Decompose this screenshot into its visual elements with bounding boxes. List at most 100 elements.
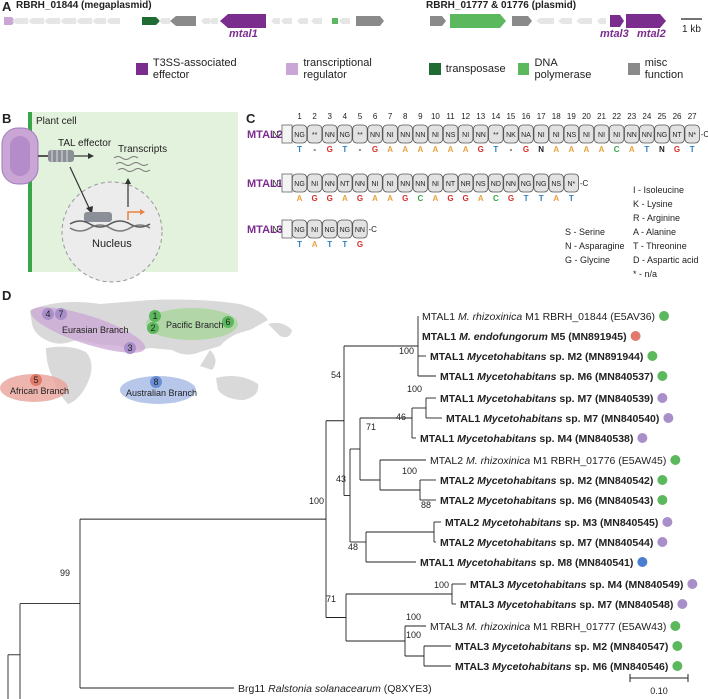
taxon-species: M. rhizoxinica [458, 311, 522, 323]
repeat-number: 15 [506, 112, 515, 121]
target-base: T [297, 145, 302, 154]
strain-origin-dot [662, 517, 673, 527]
repeat-box [367, 173, 383, 193]
repeat-number: 6 [373, 112, 378, 121]
taxon-accession: sp. M8 (MN840541) [537, 557, 634, 569]
rvd-key-right: I - Isoleucine K - Lysine R - Arginine A… [633, 183, 699, 281]
rvd-label: NG [294, 227, 305, 234]
repeat-box [412, 173, 429, 193]
target-base: G [312, 194, 318, 203]
map-location-number: 8 [153, 377, 158, 387]
bootstrap-value: 48 [348, 542, 358, 552]
n-terminus-label: N- [273, 179, 282, 188]
repeat-box [563, 124, 579, 144]
panel-c-label: C [246, 111, 256, 126]
rvd-label: NI [538, 132, 545, 139]
map-location-number: 1 [152, 311, 157, 321]
repeat-number: 20 [582, 112, 591, 121]
taxon-prefix: MTAL1 [440, 393, 477, 405]
target-base: T [342, 240, 347, 249]
taxon-accession: sp. M7 (MN840544) [557, 537, 654, 549]
rvd-label: NN [506, 181, 516, 188]
legend-item: transposase [428, 63, 506, 75]
target-base: G [508, 194, 514, 203]
panel-a-right-title: RBRH_01777 & 01776 (plasmid) [426, 0, 577, 11]
taxon-species: Mycetohabitans [492, 641, 572, 653]
strain-origin-dot [637, 557, 648, 567]
strain-origin-dot [677, 599, 688, 609]
c-terminus-label: -C [701, 130, 708, 139]
strain-origin-dot [663, 413, 674, 423]
strain-origin-dot [647, 351, 658, 361]
repeat-box [548, 124, 564, 144]
gene-label-mtal1: mtal1 [229, 28, 258, 40]
target-base: A [553, 194, 559, 203]
taxon-label: MTAL1 M. endofungorum M5 (MN891945) [422, 331, 627, 343]
target-base: G [523, 145, 529, 154]
legend-swatch [517, 63, 530, 75]
bootstrap-value: 54 [331, 370, 341, 380]
taxon-label: MTAL1 Mycetohabitans sp. M2 (MN891944) [430, 351, 643, 363]
target-base: A [372, 194, 378, 203]
taxon-label: MTAL2 Mycetohabitans sp. M2 (MN840542) [440, 475, 653, 487]
taxon-species: Mycetohabitans [492, 661, 572, 673]
mtal1-name: MTAL1 [247, 178, 283, 190]
target-base: N [538, 145, 544, 154]
taxon-accession: sp. M6 (MN840537) [557, 371, 654, 383]
mtal2-name: MTAL2 [247, 129, 283, 141]
repeat-box [306, 173, 323, 193]
taxon-label: MTAL1 Mycetohabitans sp. M7 (MN840539) [440, 393, 653, 405]
c-terminus-label: -C [369, 225, 378, 234]
taxon-accession: sp. M4 (MN840538) [537, 433, 634, 445]
taxon-prefix: MTAL3 [455, 661, 492, 673]
rvd-label: NS [551, 181, 561, 188]
plant-cell-label: Plant cell [36, 116, 77, 127]
tal-mechanism-diagram [1, 112, 238, 283]
target-base: G [463, 194, 469, 203]
taxon-accession: sp. M6 (MN840546) [572, 661, 669, 673]
target-base: T [342, 145, 347, 154]
legend-swatch [627, 63, 640, 75]
taxon-accession: sp. M7 (MN840548) [577, 599, 674, 611]
target-base: A [417, 145, 423, 154]
taxon-accession: sp. M7 (MN840539) [557, 393, 654, 405]
target-base: T [644, 145, 649, 154]
taxon-label: MTAL3 Mycetohabitans sp. M7 (MN840548) [460, 599, 673, 611]
repeat-box [473, 124, 489, 144]
repeat-box [367, 124, 383, 144]
taxon-prefix: MTAL1 [430, 351, 467, 363]
strain-origin-dot [670, 455, 681, 465]
taxon-label: MTAL2 Mycetohabitans sp. M7 (MN840544) [440, 537, 653, 549]
rvd-label: NI [583, 132, 590, 139]
target-base: T [690, 145, 695, 154]
rvd-label: NN [627, 132, 637, 139]
taxon-species: Mycetohabitans [477, 393, 557, 405]
rvd-label: NG [340, 227, 351, 234]
repeat-number: 27 [688, 112, 697, 121]
taxon-prefix: Brg11 [238, 683, 268, 695]
map-location-number: 7 [58, 309, 63, 319]
rvd-label: NS [566, 132, 576, 139]
n-terminal-block [281, 173, 293, 193]
rvd-label: ** [493, 132, 499, 139]
target-base: G [327, 194, 333, 203]
panel-a-label: A [2, 0, 12, 14]
repeat-box [473, 173, 489, 193]
nucleus-shape [61, 181, 163, 283]
rvd-label: NN [400, 132, 410, 139]
rvd-label: NN [415, 132, 425, 139]
rvd-label: NN [642, 132, 652, 139]
taxon-label: MTAL1 Mycetohabitans sp. M6 (MN840537) [440, 371, 653, 383]
taxon-label: MTAL3 Mycetohabitans sp. M4 (MN840549) [470, 579, 683, 591]
gene-map [4, 14, 702, 28]
taxon-prefix: MTAL2 [440, 537, 477, 549]
n-terminal-block [281, 219, 293, 239]
legend-item: DNA polymerase [517, 57, 616, 81]
repeat-number: 5 [358, 112, 363, 121]
bootstrap-value: 100 [309, 496, 324, 506]
repeat-number: 4 [343, 112, 348, 121]
repeat-box [382, 124, 398, 144]
repeat-box [578, 124, 595, 144]
